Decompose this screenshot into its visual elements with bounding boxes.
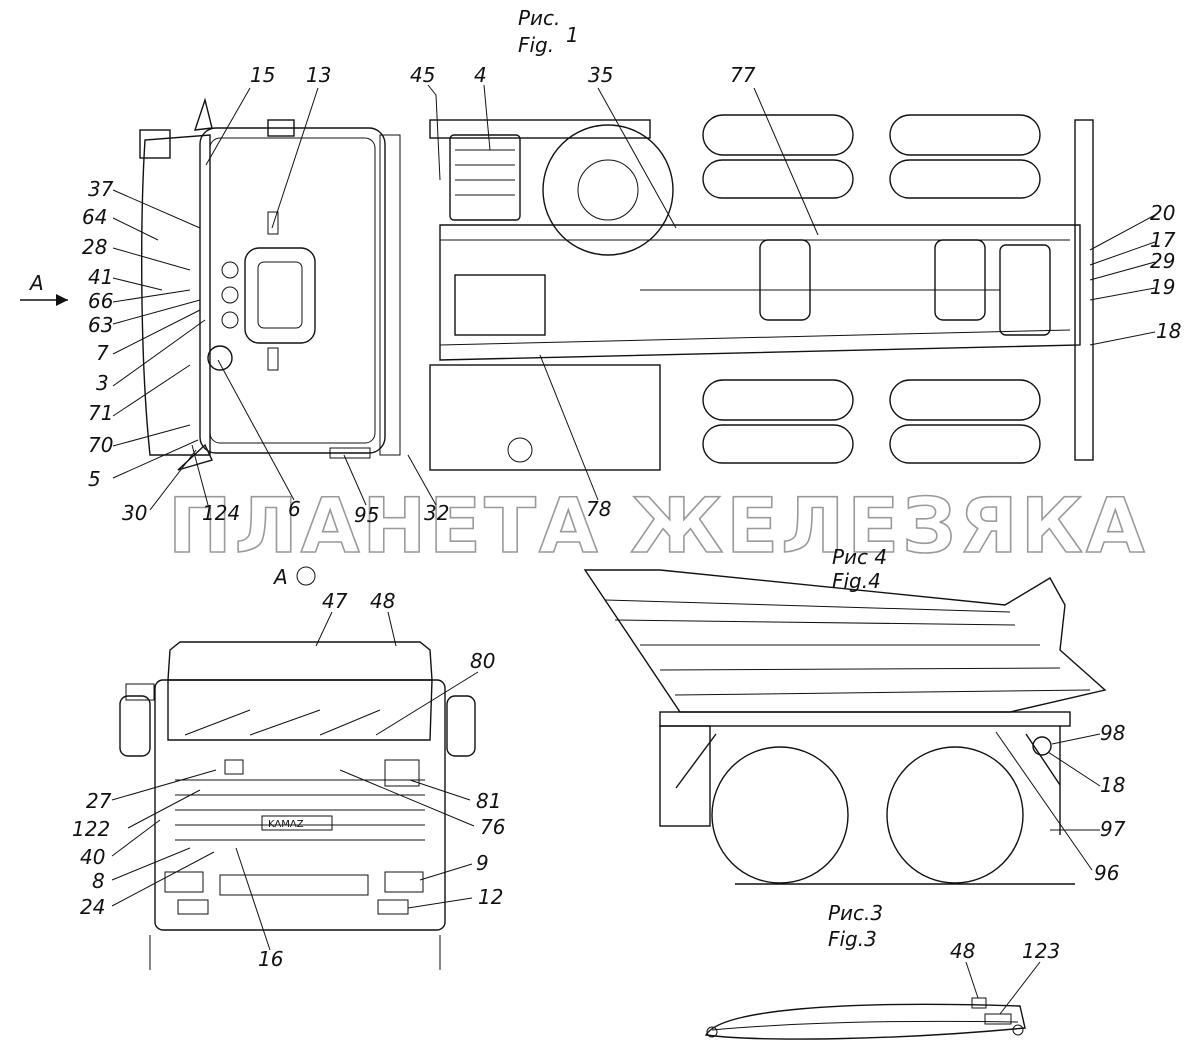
callout-32: 32: [424, 501, 449, 525]
callout-27: 27: [86, 789, 112, 813]
callout-80: 80: [470, 649, 495, 673]
fairing-outline: [704, 997, 1026, 1040]
fig4-caption-ru: Рис 4: [832, 545, 887, 569]
callout-47: 47: [322, 589, 348, 613]
callout-96: 96: [1094, 861, 1119, 885]
callout-48-fig3: 48: [950, 939, 975, 963]
fig1-leaders: [112, 84, 1156, 511]
callout-71: 71: [88, 401, 113, 425]
front-rear-wheel: [711, 746, 849, 884]
callout-5: 5: [88, 467, 101, 491]
callout-95: 95: [354, 503, 379, 527]
callout-30: 30: [122, 501, 147, 525]
callout-29: 29: [1150, 249, 1175, 273]
callout-123: 123: [1022, 939, 1060, 963]
arrow-a-label: A: [28, 271, 44, 295]
wheels-top: [702, 114, 1041, 464]
fig4-dump-body: Рис 4 Fig.4 98 18 9: [583, 545, 1126, 885]
fig1-number: 1: [566, 23, 579, 47]
fig3-roof-fairing: Рис.3 Fig.3 48 123: [704, 901, 1060, 1040]
fig3-caption-ru: Рис.3: [828, 901, 883, 925]
callout-97: 97: [1100, 817, 1126, 841]
callout-122: 122: [72, 817, 110, 841]
callout-48-front: 48: [370, 589, 395, 613]
callout-19: 19: [1150, 275, 1175, 299]
watermark-text: ПЛАНЕТА ЖЕЛЕЗЯКА: [168, 481, 1148, 570]
fig1-top-view: Рис. Fig. 1: [20, 6, 1181, 527]
view-arrow-a: A: [20, 271, 68, 306]
fig4-leaders: [995, 731, 1101, 871]
callout-20: 20: [1150, 201, 1175, 225]
fig4-caption-en: Fig.4: [832, 569, 881, 593]
rear-rear-wheel: [886, 746, 1024, 884]
callout-37: 37: [88, 177, 114, 201]
callout-3: 3: [96, 371, 109, 395]
callout-9: 9: [476, 851, 489, 875]
cab-front-outline: KAMAZ: [119, 641, 476, 970]
callout-78: 78: [586, 497, 611, 521]
front-leaders: [111, 611, 479, 951]
callout-7: 7: [96, 341, 109, 365]
cab-top-outline: [139, 97, 401, 471]
callout-15: 15: [250, 63, 275, 87]
callout-8: 8: [92, 869, 105, 893]
callout-63: 63: [88, 313, 113, 337]
callout-77: 77: [730, 63, 756, 87]
view-a-marker: [296, 566, 316, 586]
callout-81: 81: [476, 789, 501, 813]
view-a-front: A KAMAZ: [72, 565, 505, 971]
callout-24: 24: [80, 895, 105, 919]
callout-35: 35: [588, 63, 613, 87]
callout-98: 98: [1100, 721, 1125, 745]
view-a-label: A: [272, 565, 288, 589]
callout-45: 45: [410, 63, 435, 87]
callout-70: 70: [88, 433, 113, 457]
callout-17: 17: [1150, 228, 1176, 252]
callout-124: 124: [202, 501, 240, 525]
callout-18-fig1: 18: [1156, 319, 1181, 343]
callout-13: 13: [306, 63, 331, 87]
rear-axles-top: [640, 239, 1000, 321]
callout-64: 64: [82, 205, 107, 229]
callout-28: 28: [82, 235, 107, 259]
callout-4: 4: [474, 63, 487, 87]
callout-16: 16: [258, 947, 283, 971]
dump-body-outline: [583, 569, 1107, 835]
callout-40: 40: [80, 845, 105, 869]
fig3-leaders: [965, 961, 1041, 1015]
fig1-caption-ru: Рис.: [518, 6, 560, 30]
callout-41: 41: [88, 265, 113, 289]
front-kamaz-badge: KAMAZ: [268, 819, 304, 830]
callout-6: 6: [288, 497, 301, 521]
callout-12: 12: [478, 885, 503, 909]
dump-wheels: [711, 746, 1024, 884]
callout-18-fig4: 18: [1100, 773, 1125, 797]
fig3-caption-en: Fig.3: [828, 927, 877, 951]
callout-76: 76: [480, 815, 505, 839]
fig1-caption-en: Fig.: [518, 33, 554, 57]
callout-66: 66: [88, 289, 113, 313]
